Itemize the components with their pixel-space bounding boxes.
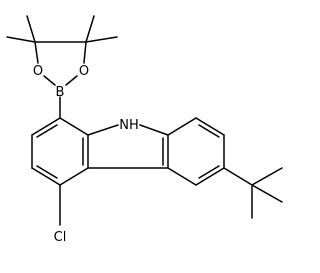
bond-b4-b5 <box>195 167 225 186</box>
bond-c2-me-up <box>85 15 95 43</box>
bond-o2-c2 <box>83 41 87 64</box>
oxygen-left-label: O <box>33 64 43 79</box>
bond-b-o1 <box>43 75 56 86</box>
bond-c1-me-up <box>26 15 36 43</box>
bond-a4-a5 <box>59 167 89 186</box>
bond-tbu-me2 <box>251 184 283 203</box>
bonds <box>6 15 283 226</box>
chlorine-label: Cl <box>54 230 67 245</box>
bond-a1-a2-inner <box>36 124 58 138</box>
bond-b5-b6 <box>167 167 197 186</box>
bond-c1-me-left <box>6 36 36 43</box>
bond-b2-b3-inner <box>198 124 220 138</box>
bond-a3-a4-inner <box>36 165 58 179</box>
bond-a6-a1 <box>59 117 89 136</box>
structure-diagram: B O O NH Cl <box>6 15 283 245</box>
bond-n-b1 <box>139 124 169 136</box>
molecule-drawing: B O O NH Cl <box>6 15 283 245</box>
bond-b4-b5-inner <box>198 165 220 179</box>
bond-a1-a2 <box>31 117 61 136</box>
bond-a3-a4 <box>31 167 61 186</box>
nitrogen-label: NH <box>119 118 139 133</box>
bond-a6-n <box>87 124 119 136</box>
bond-b4-tbu <box>223 167 253 186</box>
bond-b1-b2 <box>167 117 197 136</box>
atom-labels: B O O NH Cl <box>33 64 139 245</box>
boron-label: B <box>56 85 65 100</box>
bond-b2-b3 <box>195 117 225 136</box>
oxygen-right-label: O <box>79 64 89 79</box>
bond-c2-me-right <box>85 36 118 43</box>
bond-b-o2 <box>65 75 78 86</box>
bond-o1-c1 <box>34 41 39 64</box>
bond-tbu-me1 <box>251 167 283 186</box>
